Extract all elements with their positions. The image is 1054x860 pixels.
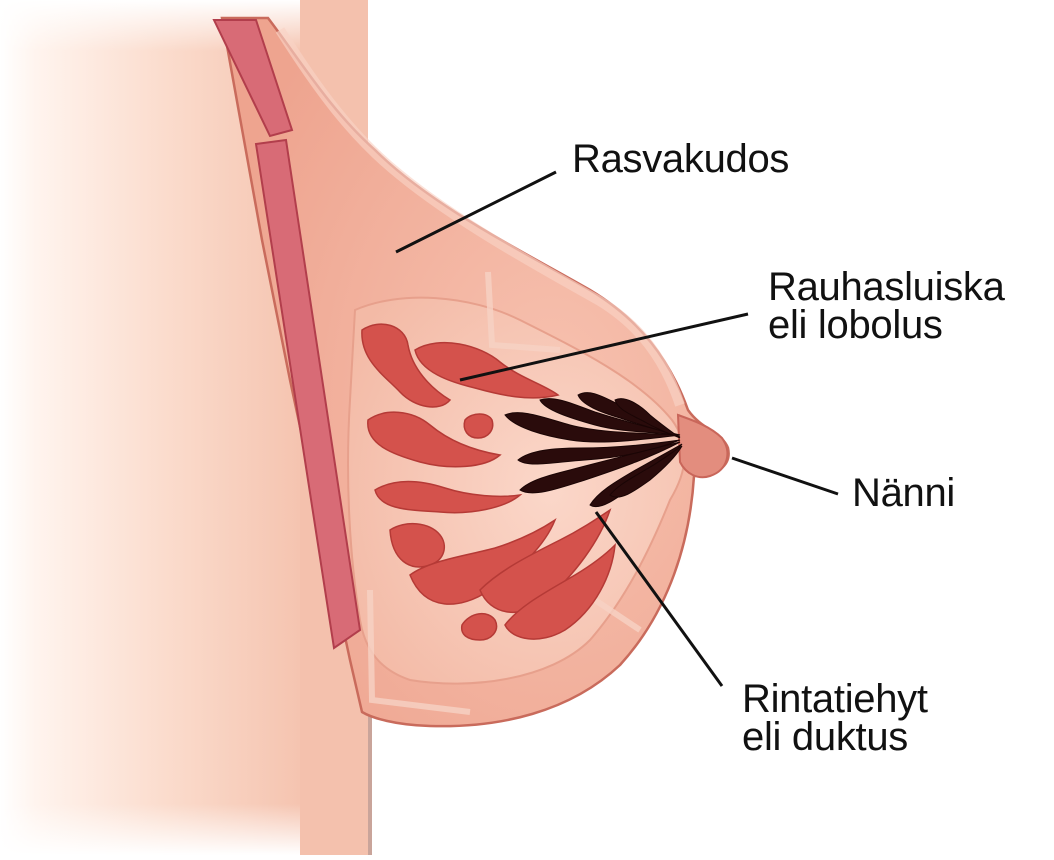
label-lobule-line2: eli lobolus bbox=[768, 306, 1005, 344]
label-nipple: Nänni bbox=[852, 474, 955, 512]
leader-line-nipple bbox=[732, 458, 838, 494]
label-fat-tissue-text: Rasvakudos bbox=[572, 137, 789, 181]
nipple bbox=[678, 415, 727, 477]
label-nipple-text: Nänni bbox=[852, 471, 955, 515]
label-lobule: Rauhasluiska eli lobolus bbox=[768, 268, 1005, 344]
label-duct-line1: Rintatiehyt bbox=[742, 680, 928, 718]
label-duct: Rintatiehyt eli duktus bbox=[742, 680, 928, 756]
label-fat-tissue: Rasvakudos bbox=[572, 140, 789, 178]
label-lobule-line1: Rauhasluiska bbox=[768, 268, 1005, 306]
label-duct-line2: eli duktus bbox=[742, 718, 928, 756]
